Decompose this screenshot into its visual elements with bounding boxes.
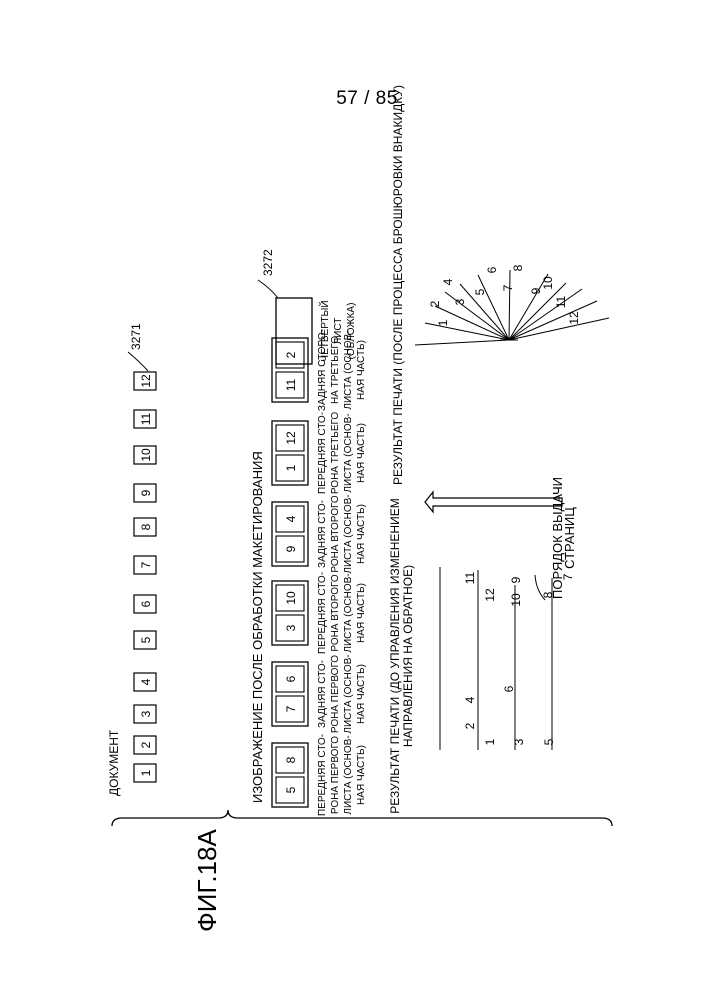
- document-page-number: 6: [139, 600, 153, 607]
- print-before-number: 6: [502, 685, 516, 692]
- ref-3272-leader: [258, 280, 278, 298]
- ref-3272: 3272: [261, 249, 275, 276]
- booklet-page-number: 12: [567, 311, 581, 325]
- ref-3271-leader: [128, 352, 148, 371]
- grouping-brace: [112, 810, 612, 826]
- print-before-number: 3: [512, 738, 526, 745]
- sheet-page-number: 9: [284, 545, 298, 552]
- document-page-number: 11: [139, 412, 153, 425]
- output-direction-arrow: [425, 492, 562, 512]
- figure-label: ФИГ.18А: [192, 828, 222, 932]
- sheet-caption-line: ЛИСТА (ОСНОВ-: [343, 735, 354, 814]
- print-before-number: 5: [542, 738, 556, 745]
- sheet-outline: [272, 743, 308, 807]
- booklet-sheet-line: [509, 301, 597, 340]
- sheet-page-number: 2: [284, 351, 298, 358]
- booklet-sheet-line: [509, 270, 510, 340]
- print-before-number: 1: [483, 738, 497, 745]
- booklet-page-number: 3: [453, 298, 467, 305]
- document-page-number: 2: [139, 741, 153, 748]
- ref-3271: 3271: [129, 323, 143, 350]
- sheet-page-number: 6: [284, 675, 298, 682]
- print-before-caption-line: РЕЗУЛЬТАТ ПЕЧАТИ (ДО УПРАВЛЕНИЯ ИЗМЕНЕНИ…: [388, 498, 402, 813]
- document-page-number: 10: [139, 448, 153, 462]
- sheet-caption-line: НАЯ ЧАСТЬ): [356, 504, 367, 564]
- booklet-page-number: 4: [441, 278, 455, 285]
- print-before-caption: РЕЗУЛЬТАТ ПЕЧАТИ (ДО УПРАВЛЕНИЯ ИЗМЕНЕНИ…: [388, 498, 415, 813]
- sheet-caption-line: ЗАДНЯЯ СТО-: [317, 500, 328, 568]
- output-order-line: СТРАНИЦ: [562, 507, 577, 569]
- booklet-page-number: 7: [501, 284, 515, 291]
- print-before-number: 10: [509, 593, 523, 607]
- layout-title: ИЗОБРАЖЕНИЕ ПОСЛЕ ОБРАБОТКИ МАКЕТИРОВАНИ…: [250, 451, 265, 803]
- document-page-number: 5: [139, 636, 153, 643]
- sheet-page-number: 12: [284, 431, 298, 445]
- sheet-outline: [272, 421, 308, 485]
- sheet-caption-line: НАЯ ЧАСТЬ): [356, 423, 367, 483]
- print-before-number: 4: [463, 696, 477, 703]
- booklet-page-number: 6: [485, 266, 499, 273]
- sheet-caption-line: ПЕРЕДНЯЯ СТО-: [317, 572, 328, 654]
- sheet-caption-line: НАЯ ЧАСТЬ): [356, 340, 367, 400]
- sheet-outline: [272, 338, 308, 402]
- sheet-caption-line: ЗАДНЯЯ СТО-: [317, 660, 328, 728]
- booklet-page-number: 1: [436, 319, 450, 326]
- sheet-caption-line: ЛИСТА (ОСНОВ-: [343, 654, 354, 733]
- print-before-number: 12: [483, 588, 497, 602]
- document-page-number: 4: [139, 678, 153, 685]
- sheet-caption-line: ПЕРЕДНЯЯ СТО-: [317, 734, 328, 816]
- sheet-page-number: 7: [284, 705, 298, 712]
- document-page-number: 7: [139, 561, 153, 568]
- cover-caption-line: ЧЕТВЕРТЫЙ: [318, 300, 331, 361]
- print-before-number: 11: [463, 571, 477, 584]
- sheet-page-number: 1: [284, 464, 298, 471]
- sheet-caption-line: НАЯ ЧАСТЬ): [356, 664, 367, 724]
- document-page-number: 12: [139, 374, 153, 388]
- sheet-page-number: 4: [284, 515, 298, 522]
- sheet-page-number: 5: [284, 786, 298, 793]
- document-page-number: 1: [139, 769, 153, 776]
- print-before-caption-line: НАПРАВЛЕНИЯ НА ОБРАТНОЕ): [401, 565, 415, 747]
- document-label: ДОКУМЕНТ: [107, 729, 121, 796]
- cover-caption-line: ЛИСТ: [333, 318, 344, 345]
- sheet-caption-line: РОНА ТРЕТЬЕГО: [330, 412, 341, 495]
- booklet-page-number: 11: [554, 295, 568, 308]
- sheet-caption-line: ЛИСТА (ОСНОВ-: [343, 413, 354, 492]
- booklet-page-number: 10: [541, 276, 555, 290]
- sheet-caption-line: РОНА ВТОРОГО: [330, 495, 341, 572]
- print-before-number: 9: [509, 576, 523, 583]
- booklet-page-number: 8: [511, 264, 525, 271]
- sheet-caption-line: НА ТРЕТЬЕГО: [330, 336, 341, 404]
- document-row: ДОКУМЕНТ 123456789101112: [107, 372, 156, 796]
- print-after-caption: РЕЗУЛЬТАТ ПЕЧАТИ (ПОСЛЕ ПРОЦЕССА БРОШЮРО…: [391, 85, 405, 485]
- sheet-caption-line: РОНА ПЕРВОГО: [330, 655, 341, 733]
- layout-sheets: 85ПЕРЕДНЯЯ СТО-РОНА ПЕРВОГОЛИСТА (ОСНОВ-…: [272, 329, 367, 816]
- print-before-number: 2: [463, 722, 477, 729]
- sheet-caption-line: РОНА ПЕРВОГО: [330, 736, 341, 814]
- sheet-caption-line: НАЯ ЧАСТЬ): [356, 745, 367, 805]
- sheet-caption-line: ЛИСТА (ОСНОВ-: [343, 494, 354, 573]
- document-page-number: 3: [139, 710, 153, 717]
- cover-caption-line: (ОБЛОЖКА): [346, 303, 357, 360]
- sheet-page-number: 11: [284, 378, 298, 391]
- sheet-outline: [272, 502, 308, 566]
- sheet-caption-line: НАЯ ЧАСТЬ): [356, 583, 367, 643]
- booklet-page-number: 5: [473, 288, 487, 295]
- sheet-outline: [272, 581, 308, 645]
- sheet-caption-line: РОНА ВТОРОГО: [330, 574, 341, 651]
- document-page-number: 9: [139, 489, 153, 496]
- sheet-caption-line: ПЕРЕДНЯЯ СТО-: [317, 412, 328, 494]
- sheet-page-number: 3: [284, 624, 298, 631]
- sheet-outline: [272, 662, 308, 726]
- booklet-fan-numbers: 123456789101112: [428, 264, 581, 326]
- booklet-page-number: 2: [428, 300, 442, 307]
- sheet-page-number: 8: [284, 756, 298, 763]
- document-page-number: 8: [139, 523, 153, 530]
- sheet-page-number: 10: [284, 591, 298, 605]
- booklet-sheet-line: [415, 340, 509, 345]
- sheet-caption-line: ЛИСТА (ОСНОВ-: [343, 573, 354, 652]
